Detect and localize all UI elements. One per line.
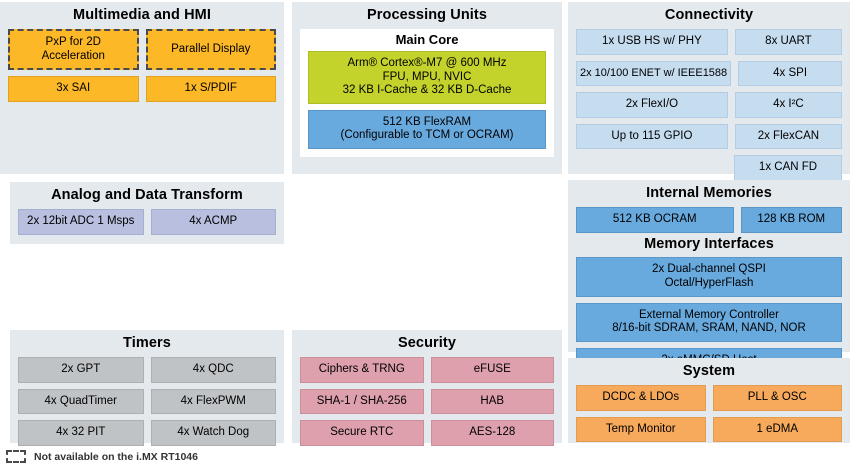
block-4x-32-pit[interactable]: 4x 32 PIT	[18, 420, 144, 446]
block-arm-cortex-m7[interactable]: Arm® Cortex®-M7 @ 600 MHz FPU, MPU, NVIC…	[308, 51, 546, 104]
panel-system: System DCDC & LDOs PLL & OSC Temp Monito…	[568, 358, 850, 443]
multimedia-rows: PxP for 2D Acceleration Parallel Display…	[0, 28, 284, 110]
processing-rows: Arm® Cortex®-M7 @ 600 MHz FPU, MPU, NVIC…	[300, 51, 554, 157]
timers-rows: 2x GPT 4x QDC 4x QuadTimer 4x FlexPWM 4x…	[10, 356, 284, 454]
panel-title-connectivity: Connectivity	[664, 7, 754, 23]
block-2x-12bit-adc[interactable]: 2x 12bit ADC 1 Msps	[18, 208, 144, 235]
panel-title-timers: Timers	[123, 335, 171, 351]
timers-row-2: 4x QuadTimer 4x FlexPWM	[18, 388, 276, 415]
system-rows: DCDC & LDOs PLL & OSC Temp Monitor 1 eDM…	[568, 384, 850, 450]
block-4x-spi[interactable]: 4x SPI	[738, 60, 842, 87]
block-3x-sai[interactable]: 3x SAI	[8, 76, 139, 102]
block-usb-hs-phy[interactable]: 1x USB HS w/ PHY	[576, 28, 728, 55]
block-8x-uart[interactable]: 8x UART	[734, 28, 842, 55]
panel-title-system: System	[682, 363, 736, 379]
block-2x-gpt[interactable]: 2x GPT	[18, 356, 144, 383]
multimedia-row-2: 3x SAI 1x S/PDIF	[8, 76, 276, 102]
block-128kb-rom[interactable]: 128 KB ROM	[740, 206, 842, 233]
security-row-2: SHA-1 / SHA-256 HAB	[300, 388, 554, 415]
main-core-container: Main Core Arm® Cortex®-M7 @ 600 MHz FPU,…	[300, 28, 554, 158]
panel-multimedia-and-hmi: Multimedia and HMI PxP for 2D Accelerati…	[0, 2, 284, 174]
block-hab[interactable]: HAB	[430, 388, 554, 415]
internal-memories-rows: 512 KB OCRAM 128 KB ROM	[568, 206, 850, 235]
block-efuse[interactable]: eFUSE	[430, 356, 554, 383]
block-4x-i2c[interactable]: 4x I²C	[734, 92, 842, 118]
security-row-1: Ciphers & TRNG eFUSE	[300, 356, 554, 383]
block-up-to-115-gpio[interactable]: Up to 115 GPIO	[576, 123, 728, 150]
system-row-2: Temp Monitor 1 eDMA	[576, 416, 842, 443]
block-512kb-flexram[interactable]: 512 KB FlexRAM (Configurable to TCM or O…	[308, 109, 546, 150]
block-pxp-2d-acceleration[interactable]: PxP for 2D Acceleration	[8, 28, 139, 71]
analog-rows: 2x 12bit ADC 1 Msps 4x ACMP	[10, 208, 284, 243]
block-4x-acmp[interactable]: 4x ACMP	[150, 208, 276, 235]
block-secure-rtc[interactable]: Secure RTC	[300, 420, 424, 446]
panel-title-processing-units: Processing Units	[366, 7, 488, 23]
panel-title-multimedia: Multimedia and HMI	[73, 7, 211, 23]
legend-dashed-swatch-icon	[6, 450, 26, 463]
processing-row-core: Arm® Cortex®-M7 @ 600 MHz FPU, MPU, NVIC…	[308, 51, 546, 104]
block-enet-ieee1588[interactable]: 2x 10/100 ENET w/ IEEE1588	[576, 60, 732, 87]
block-512kb-ocram[interactable]: 512 KB OCRAM	[576, 206, 734, 233]
block-ciphers-trng[interactable]: Ciphers & TRNG	[300, 356, 424, 383]
block-external-memory-controller[interactable]: External Memory Controller 8/16-bit SDRA…	[576, 302, 842, 342]
block-1-edma[interactable]: 1 eDMA	[712, 416, 842, 443]
panel-connectivity: Connectivity 1x USB HS w/ PHY 8x UART 2x…	[568, 2, 850, 181]
block-4x-flexpwm[interactable]: 4x FlexPWM	[150, 388, 276, 415]
panel-title-security: Security	[397, 335, 457, 351]
block-dual-channel-qspi[interactable]: 2x Dual-channel QSPI Octal/HyperFlash	[576, 257, 842, 297]
panel-timers: Timers 2x GPT 4x QDC 4x QuadTimer 4x Fle…	[10, 330, 284, 446]
security-row-3: Secure RTC AES-128	[300, 420, 554, 446]
internal-memories-row-1: 512 KB OCRAM 128 KB ROM	[576, 206, 842, 233]
security-rows: Ciphers & TRNG eFUSE SHA-1 / SHA-256 HAB…	[292, 356, 562, 454]
block-1x-can-fd[interactable]: 1x CAN FD	[734, 155, 842, 181]
panel-security: Security Ciphers & TRNG eFUSE SHA-1 / SH…	[292, 330, 562, 446]
legend: Not available on the i.MX RT1046	[6, 450, 198, 463]
connectivity-rows: 1x USB HS w/ PHY 8x UART 2x 10/100 ENET …	[568, 28, 850, 189]
panel-processing-units: Processing Units Main Core Arm® Cortex®-…	[292, 2, 562, 174]
block-aes-128[interactable]: AES-128	[430, 420, 554, 446]
connectivity-row-4: Up to 115 GPIO 2x FlexCAN	[576, 123, 842, 150]
processing-row-flexram: 512 KB FlexRAM (Configurable to TCM or O…	[308, 109, 546, 150]
subtitle-main-core: Main Core	[395, 31, 459, 47]
block-1x-spdif[interactable]: 1x S/PDIF	[145, 76, 276, 102]
connectivity-row-3: 2x FlexI/O 4x I²C	[576, 92, 842, 118]
multimedia-row-1: PxP for 2D Acceleration Parallel Display	[8, 28, 276, 71]
block-temp-monitor[interactable]: Temp Monitor	[576, 416, 706, 443]
block-4x-quadtimer[interactable]: 4x QuadTimer	[18, 388, 144, 415]
block-sha1-sha256[interactable]: SHA-1 / SHA-256	[300, 388, 424, 415]
timers-row-3: 4x 32 PIT 4x Watch Dog	[18, 420, 276, 446]
panel-title-internal-memories: Internal Memories	[646, 185, 772, 201]
legend-label: Not available on the i.MX RT1046	[34, 450, 198, 463]
block-dcdc-ldos[interactable]: DCDC & LDOs	[576, 384, 706, 411]
analog-row-1: 2x 12bit ADC 1 Msps 4x ACMP	[18, 208, 276, 235]
system-row-1: DCDC & LDOs PLL & OSC	[576, 384, 842, 411]
panel-internal-memories: Internal Memories 512 KB OCRAM 128 KB RO…	[568, 180, 850, 374]
block-parallel-display[interactable]: Parallel Display	[145, 28, 276, 71]
block-2x-flexcan[interactable]: 2x FlexCAN	[734, 123, 842, 150]
memory-interfaces-row-1: 2x Dual-channel QSPI Octal/HyperFlash	[576, 257, 842, 297]
block-pll-osc[interactable]: PLL & OSC	[712, 384, 842, 411]
connectivity-row-2: 2x 10/100 ENET w/ IEEE1588 4x SPI	[576, 60, 842, 87]
panel-analog-and-data-transform: Analog and Data Transform 2x 12bit ADC 1…	[10, 182, 284, 244]
memory-interfaces-row-2: External Memory Controller 8/16-bit SDRA…	[576, 302, 842, 342]
block-4x-watch-dog[interactable]: 4x Watch Dog	[150, 420, 276, 446]
connectivity-row-5: 1x CAN FD	[576, 155, 842, 181]
timers-row-1: 2x GPT 4x QDC	[18, 356, 276, 383]
panel-title-memory-interfaces: Memory Interfaces	[644, 235, 774, 252]
panel-title-analog: Analog and Data Transform	[51, 187, 243, 203]
block-4x-qdc[interactable]: 4x QDC	[150, 356, 276, 383]
connectivity-spacer	[576, 155, 727, 181]
connectivity-row-1: 1x USB HS w/ PHY 8x UART	[576, 28, 842, 55]
block-2x-flexio[interactable]: 2x FlexI/O	[576, 92, 728, 118]
